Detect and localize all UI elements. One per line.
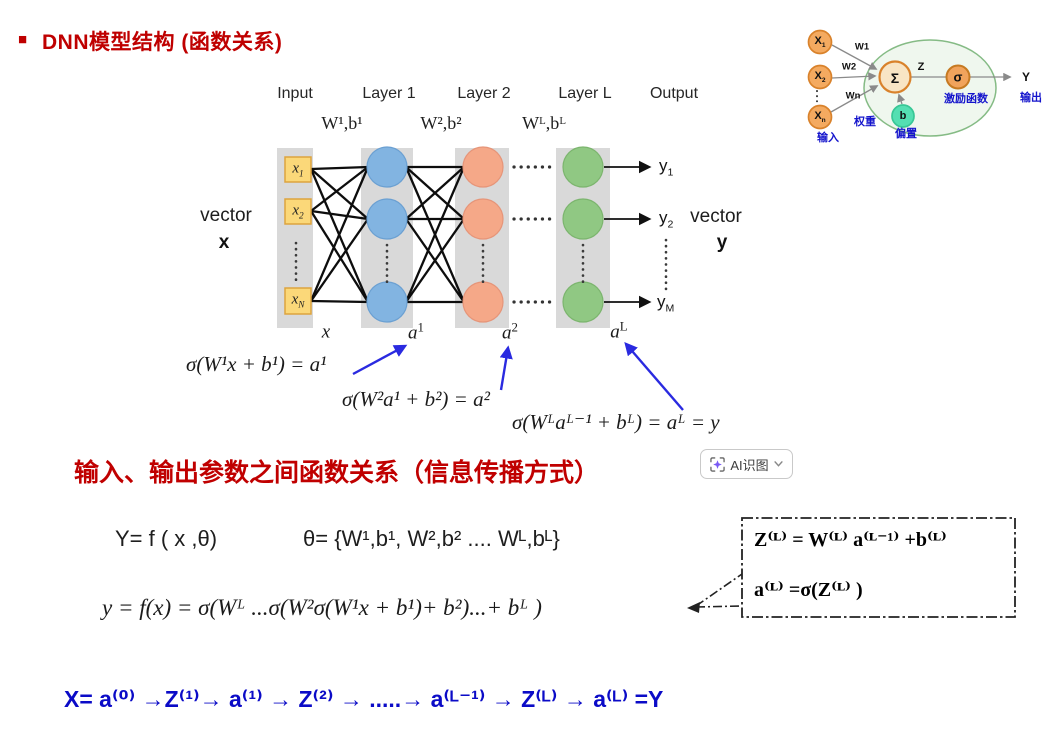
callout-arrowhead: [687, 602, 700, 613]
weights-label-2: W²,b²: [420, 113, 462, 133]
column-ellipsis-dots: [294, 238, 668, 291]
callout-line-a: a⁽ᴸ⁾ =σ(Z⁽ᴸ⁾ ): [754, 579, 863, 601]
neuron-input-xn: Xn: [814, 109, 826, 125]
formula-theta-set: θ= {W¹,b¹, W²,b² .... Wᴸ,bᴸ}: [303, 526, 560, 551]
label-bias-cn: 偏置: [895, 128, 917, 140]
formula-y-f-theta: Y= f ( x ,θ): [115, 526, 218, 551]
output-node-yM: yM: [657, 292, 675, 315]
vector-x-symbol: x: [218, 232, 230, 253]
neuron-input-x2: X2: [814, 69, 826, 85]
scan-sparkle-icon: [710, 456, 726, 472]
neuron-weight-w2: W2: [841, 61, 857, 73]
propagation-chain: X= a⁽⁰⁾ →Z⁽¹⁾→ a⁽¹⁾ → Z⁽²⁾ → .....→ a⁽ᴸ⁻…: [64, 686, 664, 712]
column-header-layer1: Layer 1: [362, 85, 416, 102]
ai-button-label: AI识图: [730, 457, 769, 473]
label-weight-cn: 权重: [854, 116, 876, 128]
callout-line-z: Z⁽ᴸ⁾ = W⁽ᴸ⁾ a⁽ᴸ⁻¹⁾ +b⁽ᴸ⁾: [754, 529, 947, 551]
output-node-y2: y2: [659, 208, 674, 231]
activation-label-aL: aL: [610, 318, 628, 343]
connections-input-layer1: [309, 165, 370, 304]
formula-layer1: σ(W¹x + b¹) = a¹: [186, 352, 327, 376]
neuron-panel-shapes: [807, 29, 1012, 137]
z-label: Z: [917, 61, 925, 73]
vector-x-word: vector: [200, 205, 252, 226]
activation-label-a1: a1: [408, 319, 424, 344]
input-node-boxes: [284, 156, 312, 315]
layer2-nodes: [462, 146, 504, 323]
output-node-y1: y1: [659, 156, 674, 179]
title-bullet-icon: ■: [18, 31, 28, 48]
layer1-nodes: [366, 146, 408, 323]
neuron-output-y: Y: [1021, 70, 1031, 84]
layer-columns: [277, 148, 610, 328]
column-header-layer2: Layer 2: [457, 85, 511, 102]
layerL-nodes: [562, 146, 604, 323]
neuron-weight-wn: Wn: [845, 90, 861, 102]
column-header-input: Input: [277, 85, 313, 102]
input-node-xN: xN: [291, 291, 305, 311]
input-node-x1: x1: [292, 160, 304, 180]
input-node-x2: x2: [292, 202, 304, 222]
neuron-input-x1: X1: [814, 34, 826, 50]
neuron-weight-w1: W1: [854, 41, 870, 53]
connections-layer1-layer2: [404, 165, 466, 304]
activation-label-x: x: [321, 321, 331, 343]
sigma-symbol: σ: [953, 69, 963, 85]
label-output-cn: 输出: [1020, 92, 1042, 104]
weights-label-L: Wᴸ,bᴸ: [522, 113, 566, 133]
bias-symbol: b: [899, 110, 907, 122]
vector-y-symbol: y: [716, 232, 728, 253]
section-heading: 输入、输出参数之间函数关系（信息传播方式）: [74, 459, 600, 487]
chevron-down-icon: [774, 461, 783, 467]
vector-y-word: vector: [690, 206, 742, 227]
formula-layer2: σ(W²a¹ + b²) = a²: [342, 387, 490, 411]
formula-layerL: σ(Wᴸaᴸ⁻¹ + bᴸ) = aᴸ = y: [512, 410, 720, 434]
hidden-layers-dots: [512, 165, 556, 304]
column-header-output: Output: [649, 85, 699, 102]
page-title: DNN模型结构 (函数关系): [42, 31, 283, 54]
sum-symbol: Σ: [890, 70, 900, 86]
activation-label-a2: a2: [502, 319, 518, 344]
formula-composition: y = f(x) = σ(Wᴸ ...σ(W²σ(W¹x + b¹)+ b²).…: [102, 595, 542, 620]
weights-label-1: W¹,b¹: [321, 113, 363, 133]
label-input-cn: 输入: [817, 132, 839, 144]
label-activation-cn: 激励函数: [944, 93, 988, 105]
output-arrows: [604, 160, 652, 309]
ai-recognize-button[interactable]: AI识图: [700, 449, 793, 479]
column-header-layerL: Layer L: [558, 85, 612, 102]
